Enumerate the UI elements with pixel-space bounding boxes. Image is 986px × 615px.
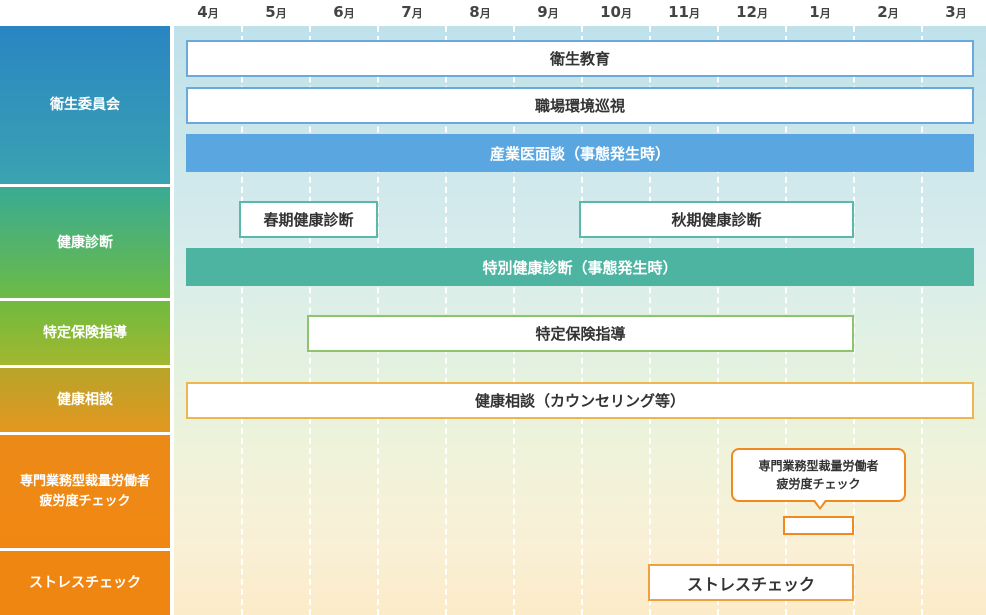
bar-sangyoui-mendan: 産業医面談（事態発生時）: [186, 134, 974, 172]
month-label-aug: 8月: [469, 3, 491, 21]
bar-label: 産業医面談（事態発生時）: [489, 144, 670, 163]
category-stress-check: ストレスチェック: [0, 551, 170, 615]
category-tokutei-hoken: 特定保険指導: [0, 301, 170, 365]
bar-tokubetsu-kenshin: 特別健康診断（事態発生時）: [186, 248, 974, 286]
month-label-sep: 9月: [537, 3, 559, 21]
month-label-dec: 12月: [736, 3, 768, 21]
bar-eisei-kyoiku: 衛生教育: [186, 40, 974, 77]
bar-label: 秋期健康診断: [671, 211, 762, 229]
callout-pointer-inner: [815, 500, 825, 507]
month-label-jun: 6月: [333, 3, 355, 21]
bar-stress-check: ストレスチェック: [648, 564, 854, 601]
month-label-apr: 4月: [197, 3, 219, 21]
callout-line: 疲労度チェック: [776, 477, 861, 491]
month-label-jul: 7月: [401, 3, 423, 21]
category-kenko-sodan: 健康相談: [0, 368, 170, 432]
bar-label: 特別健康診断（事態発生時）: [482, 258, 678, 277]
month-header: 4月 5月 6月 7月 8月 9月 10月 11月 12月 1月 2月 3月: [0, 0, 986, 26]
month-label-nov: 11月: [668, 3, 700, 21]
callout-senmon-gyomu: 専門業務型裁量労働者 疲労度チェック: [731, 448, 906, 502]
bar-label: 春期健康診断: [263, 211, 354, 229]
month-label-jan: 1月: [809, 3, 831, 21]
bar-kenko-sodan: 健康相談（カウンセリング等）: [186, 382, 974, 419]
bar-label: 衛生教育: [549, 50, 610, 68]
bar-fatigue-check: [783, 516, 854, 535]
month-divider: [921, 26, 923, 615]
bar-shokuba-junshi: 職場環境巡視: [186, 87, 974, 124]
bar-label: 健康相談（カウンセリング等）: [474, 392, 685, 410]
month-label-may: 5月: [265, 3, 287, 21]
bar-tokutei-hoken-shido: 特定保険指導: [307, 315, 854, 352]
month-divider: [241, 26, 243, 615]
category-kenko-shindan: 健康診断: [0, 187, 170, 298]
bar-label: ストレスチェック: [686, 574, 815, 594]
month-label-oct: 10月: [600, 3, 632, 21]
category-senmon-gyomu: 専門業務型裁量労働者 疲労度チェック: [0, 435, 170, 548]
bar-shunki-kenshin: 春期健康診断: [239, 201, 378, 238]
callout-line: 専門業務型裁量労働者: [758, 459, 879, 473]
category-eisei-iinkai: 衛生委員会: [0, 26, 170, 184]
bar-shuki-kenshin: 秋期健康診断: [579, 201, 854, 238]
month-label-mar: 3月: [945, 3, 967, 21]
bar-label: 特定保険指導: [535, 325, 626, 343]
month-divider: [853, 26, 855, 615]
bar-label: 職場環境巡視: [534, 97, 625, 115]
month-label-feb: 2月: [877, 3, 899, 21]
